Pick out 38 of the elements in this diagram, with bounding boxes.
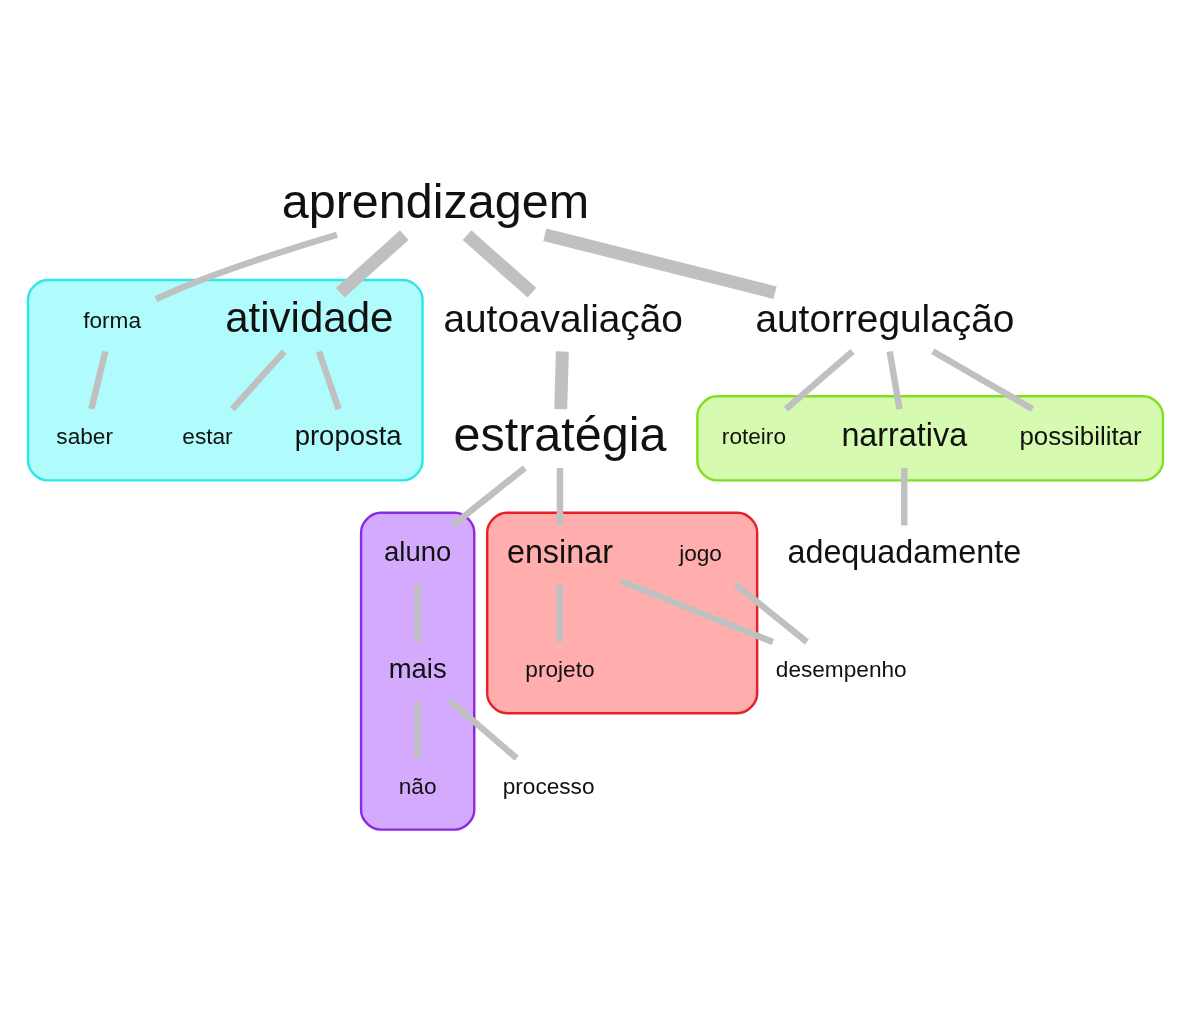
node-text: não (398, 773, 437, 799)
node-text: estratégia (453, 406, 667, 461)
connector (315, 350, 342, 411)
connector (154, 231, 338, 303)
node-text: aluno (384, 536, 452, 568)
connector (88, 350, 109, 410)
connector (462, 230, 537, 298)
node-text: jogo (679, 540, 722, 566)
cluster (696, 395, 1165, 482)
node-text: processo (502, 773, 595, 799)
node-text: autorregulação (755, 296, 1015, 340)
connector (554, 351, 569, 410)
node-text: projeto (525, 657, 595, 683)
node-text: roteiro (721, 424, 786, 450)
node-text: ensinar (506, 533, 613, 570)
node-text: aprendizagem (281, 173, 590, 228)
connector (543, 228, 777, 299)
connector (450, 465, 527, 529)
node-text: adequadamente (787, 533, 1022, 570)
cluster (26, 278, 424, 482)
connector (447, 698, 519, 761)
connector (414, 700, 421, 759)
connector (619, 577, 775, 646)
connector (229, 349, 287, 412)
node-text: mais (388, 652, 447, 684)
node-text: autoavaliação (443, 296, 683, 340)
connector (556, 467, 564, 526)
node-text: forma (83, 307, 142, 333)
node-text: narrativa (841, 417, 968, 454)
node-text: proposta (294, 420, 402, 451)
connector (901, 467, 908, 526)
node-text: desempenho (775, 657, 907, 683)
node-text: saber (56, 424, 113, 450)
cluster (359, 511, 476, 831)
node-text: estar (182, 424, 233, 450)
node-text: atividade (225, 294, 394, 342)
cluster (485, 511, 759, 715)
node-text: possibilitar (1019, 421, 1142, 450)
